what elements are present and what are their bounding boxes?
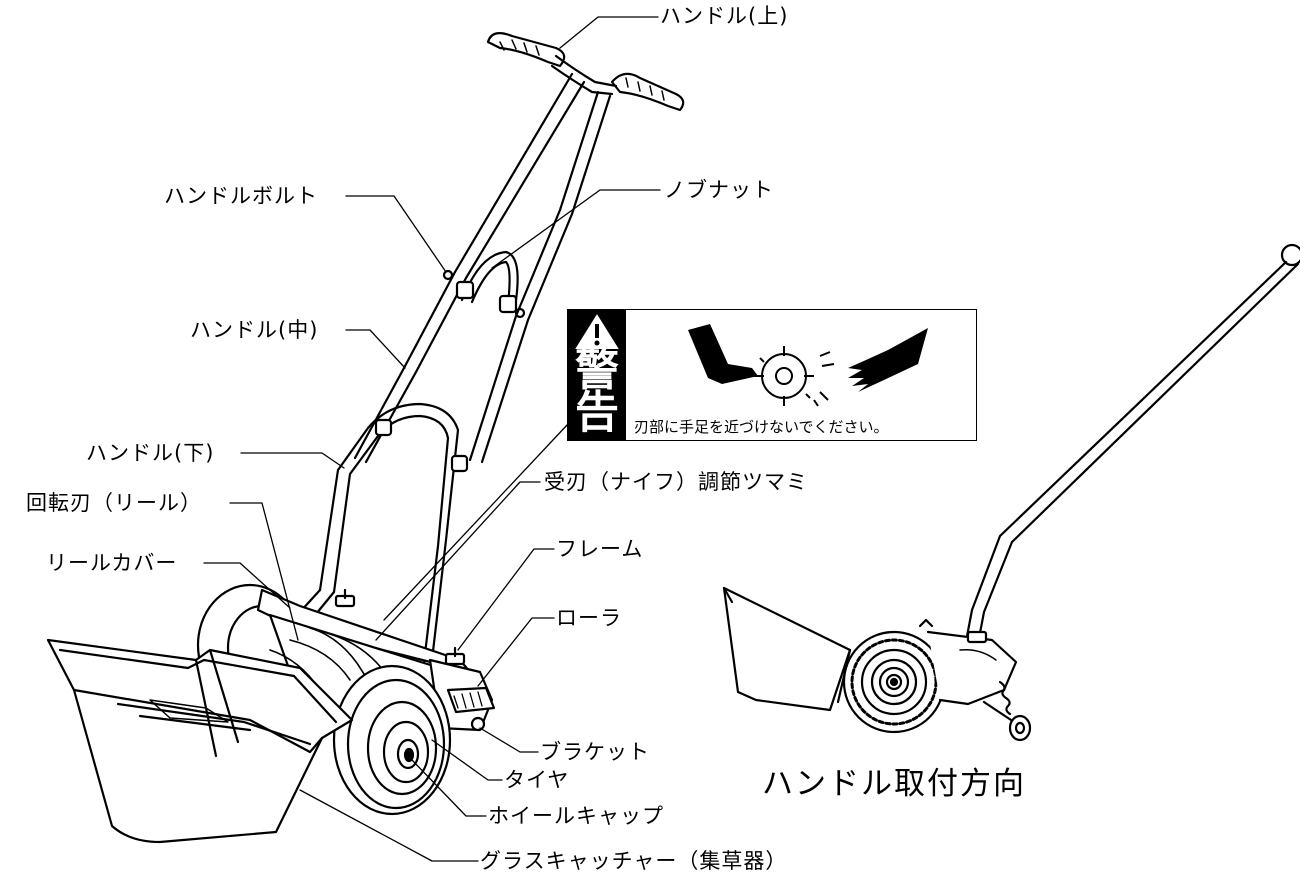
- caption-handle-direction: ハンドル取付方向: [762, 766, 1026, 802]
- label-handle-middle: ハンドル(中): [190, 318, 319, 342]
- label-reel-cover: リールカバー: [46, 551, 178, 575]
- handle-upper-drawing: [486, 31, 685, 112]
- label-reel-blade: 回転刃（リール）: [26, 491, 202, 515]
- label-bed-knife-knob: 受刃（ナイフ）調節ツマミ: [544, 470, 808, 494]
- warning-text: 刃部に手足を近づけないでください。: [634, 418, 889, 436]
- label-grass-catcher: グラスキャッチャー（集草器）: [480, 849, 788, 873]
- label-knob-nut: ノブナット: [664, 178, 774, 202]
- handle-arms: [353, 72, 612, 464]
- label-wheel-cap: ホイールキャップ: [488, 804, 664, 828]
- label-roller: ローラ: [556, 606, 622, 630]
- warning-word: 警告: [575, 345, 619, 438]
- hand-foot-blade-pictogram: [688, 324, 928, 407]
- warning-sticker: 警告 刃部に手足を近づけないでください。: [567, 309, 977, 441]
- side-view-mower: [722, 243, 1300, 742]
- label-tire: タイヤ: [504, 768, 570, 792]
- warning-triangle-icon: [575, 314, 619, 349]
- label-frame: フレーム: [556, 537, 644, 561]
- label-handle-upper: ハンドル(上): [660, 4, 789, 28]
- grass-catcher-drawing: [46, 638, 354, 844]
- handle-lower-drawing: [298, 402, 469, 664]
- warning-band: 警告: [568, 310, 626, 440]
- label-handle-bolt: ハンドルボルト: [164, 184, 318, 208]
- tire-drawing: [332, 664, 452, 816]
- label-bracket: ブラケット: [540, 740, 650, 764]
- label-handle-lower: ハンドル(下): [86, 441, 215, 465]
